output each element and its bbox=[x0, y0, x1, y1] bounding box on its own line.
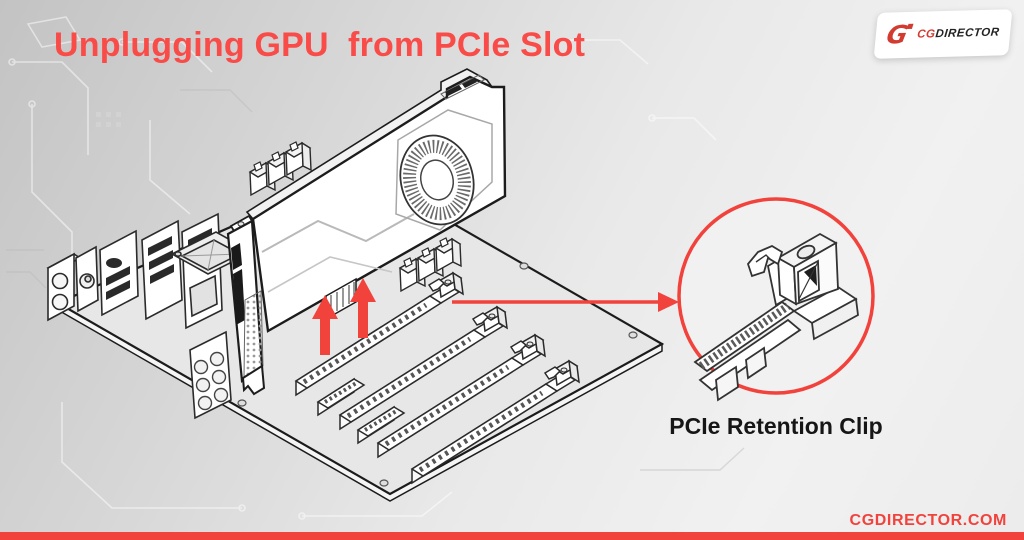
gpu-illustration bbox=[226, 68, 507, 396]
gpu-bracket bbox=[226, 214, 266, 396]
callout-label: PCIe Retention Clip bbox=[669, 413, 883, 439]
sli-connector bbox=[445, 85, 462, 96]
logo-wordmark: CGDIRECTOR bbox=[916, 26, 1001, 41]
cgdirector-logo: G CGDIRECTOR bbox=[873, 9, 1013, 59]
logo-dot bbox=[907, 23, 914, 29]
page-title: Unplugging GPU from PCIe Slot bbox=[54, 26, 586, 64]
dvi-port bbox=[233, 269, 245, 325]
audio-jacks bbox=[189, 330, 232, 420]
right-arrowhead-icon bbox=[658, 292, 679, 312]
retention-clip-callout bbox=[677, 197, 875, 402]
bottom-accent-bar bbox=[0, 532, 1024, 540]
logo-g-mark-icon: G bbox=[884, 20, 914, 50]
callout-arrow bbox=[452, 292, 679, 312]
display-port bbox=[231, 243, 242, 270]
blower-fan bbox=[399, 134, 475, 226]
retention-clip-zoom-art bbox=[693, 232, 859, 402]
io-ports bbox=[46, 212, 223, 330]
website-url: CGDIRECTOR.COM bbox=[849, 512, 1007, 529]
